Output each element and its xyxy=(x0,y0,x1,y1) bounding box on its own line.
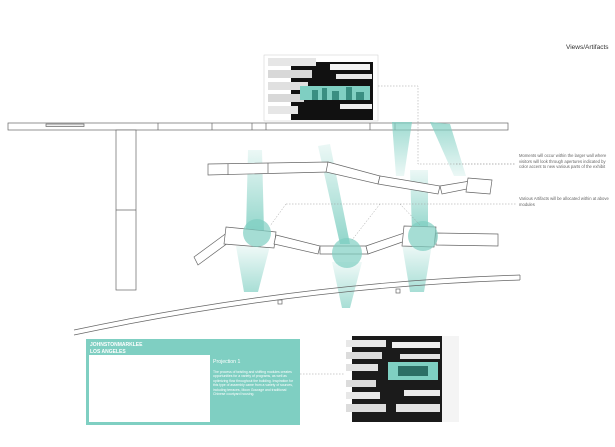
annotation-artifacts: Various Artifacts will be allocated with… xyxy=(519,196,609,207)
main-wall xyxy=(7,122,509,291)
firm-name-line1: JOHNSTONMARKLEE xyxy=(90,342,143,348)
project-panel: JOHNSTONMARKLEE LOS ANGELES Projection 1… xyxy=(86,339,300,425)
projection-title: Projection 1 xyxy=(213,359,241,365)
projection-text: The process of twisting and shifting mod… xyxy=(213,370,294,397)
leader-lines xyxy=(269,85,516,375)
bottom-rendering xyxy=(344,336,459,424)
upper-wavy-wall xyxy=(207,161,493,195)
projection-box xyxy=(210,355,300,425)
annotation-apertures: Moments will occur within the larger wal… xyxy=(519,153,607,170)
firm-name-line2: LOS ANGELES xyxy=(90,348,126,355)
top-rendering xyxy=(263,54,379,122)
firm-name: JOHNSTONMARKLEE LOS ANGELES xyxy=(90,342,142,355)
page-title: Views/Artifacts xyxy=(566,44,609,51)
view-cones xyxy=(236,122,466,308)
aperture-circles xyxy=(243,219,438,268)
curved-bottom-wall xyxy=(73,274,521,336)
